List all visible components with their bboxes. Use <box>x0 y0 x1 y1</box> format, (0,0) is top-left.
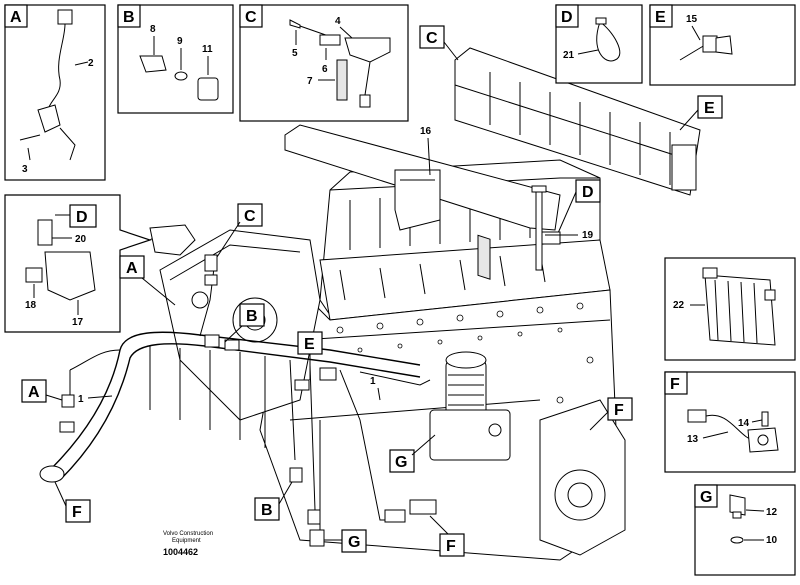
wiring-harness <box>39 259 431 535</box>
drawing-number: 1004462 <box>163 547 198 557</box>
inset-ecu: 22 <box>664 257 796 361</box>
inset-B: B 8 9 11 <box>117 4 234 114</box>
callout-C-top: C <box>426 30 438 47</box>
inset-G-letter: G <box>700 489 712 506</box>
inset-E-letter: E <box>655 9 666 26</box>
inset-D: D 21 <box>555 4 643 84</box>
part-label-10: 10 <box>766 535 778 546</box>
part-label-22: 22 <box>673 300 685 311</box>
part-label-1: 1 <box>78 394 84 405</box>
inset-B-letter: B <box>123 9 135 26</box>
footer: Volvo Construction Equipment 1004462 <box>163 531 213 557</box>
part-label-16: 16 <box>420 126 432 137</box>
company-line2: Equipment <box>172 538 201 544</box>
part-label-18: 18 <box>25 300 37 311</box>
callouts: C E 16 D 19 C A B E 1 F G A <box>21 25 723 557</box>
callout-F-left: F <box>72 504 82 521</box>
callout-B: B <box>246 308 258 325</box>
inset-G: G 12 10 <box>694 484 796 576</box>
callout-E-top: E <box>704 100 715 117</box>
callout-B-low: B <box>261 502 273 519</box>
inset-A: A 2 3 <box>4 4 106 181</box>
intake-manifold <box>454 47 701 280</box>
part-label-8: 8 <box>150 24 156 35</box>
part-label-17: 17 <box>72 317 84 328</box>
callout-F-low: F <box>446 538 456 555</box>
part-label-2: 2 <box>88 58 94 69</box>
part-label-11: 11 <box>202 44 213 55</box>
part-label-21: 21 <box>563 50 575 61</box>
company-line1: Volvo Construction <box>163 531 213 537</box>
part-label-4: 4 <box>335 16 341 27</box>
part-label-6: 6 <box>322 64 328 75</box>
inset-F-letter: F <box>670 376 680 393</box>
callout-G-low: G <box>348 534 360 551</box>
callout-D-inset: D <box>76 209 88 226</box>
callout-G: G <box>395 454 407 471</box>
part-label-15: 15 <box>686 14 698 25</box>
part-label-14: 14 <box>738 418 750 429</box>
part-label-12: 12 <box>766 507 778 518</box>
inset-C: C 4 5 6 7 <box>239 4 409 122</box>
part-label-3: 3 <box>22 164 28 175</box>
inset-E: E 15 <box>649 4 796 86</box>
part-label-13: 13 <box>687 434 699 445</box>
part-label-20: 20 <box>75 234 87 245</box>
callout-A: A <box>126 260 138 277</box>
part-label-19: 19 <box>582 230 594 241</box>
callout-D: D <box>582 184 594 201</box>
callout-F-right: F <box>614 402 624 419</box>
callout-C: C <box>244 208 256 225</box>
callout-E: E <box>304 336 315 353</box>
inset-A-letter: A <box>10 9 22 26</box>
engine-drawing <box>39 47 701 561</box>
part-label-5: 5 <box>292 48 298 59</box>
inset-D-letter: D <box>561 9 573 26</box>
part-label-7: 7 <box>307 76 313 87</box>
part-label-9: 9 <box>177 36 183 47</box>
inset-F: F 14 13 <box>664 371 796 473</box>
inset-C-letter: C <box>245 9 257 26</box>
cable-channel <box>284 124 561 231</box>
callout-A-left: A <box>28 384 40 401</box>
part-label-1-right: 1 <box>370 376 376 387</box>
inset-D-bracket: D 20 18 17 <box>4 194 196 333</box>
